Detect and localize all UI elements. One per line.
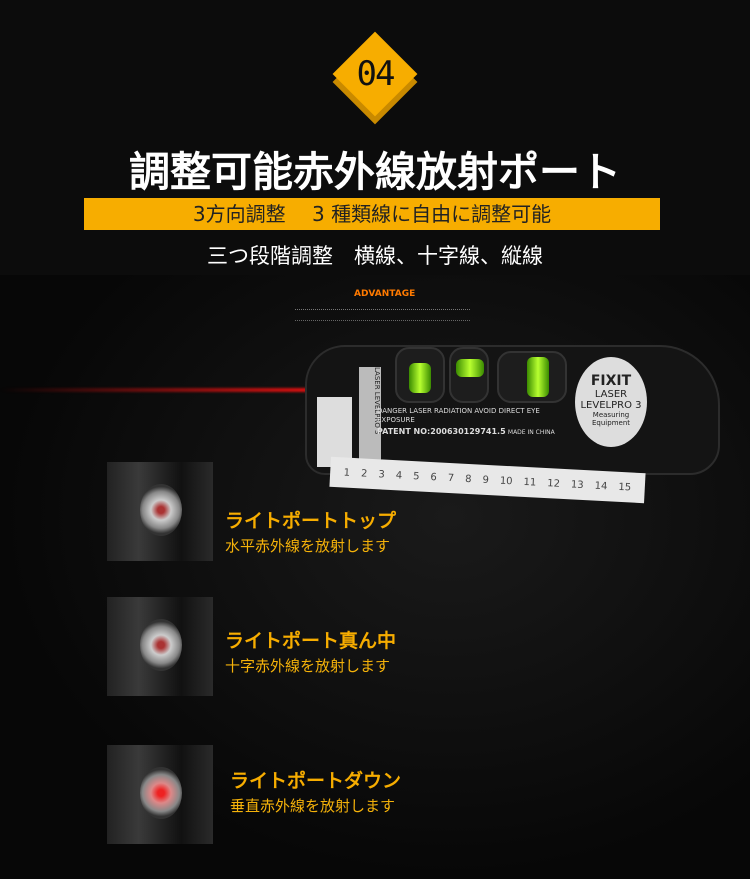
fine-print	[295, 309, 470, 321]
ruler-mark: 15	[618, 481, 632, 494]
ruler-mark: 9	[482, 474, 490, 486]
step-number-badge: 04	[332, 31, 418, 132]
dial-line: LASER	[594, 389, 628, 400]
feature-heading: ライトポートトップ	[225, 510, 397, 532]
page-title: 調整可能赤外線放射ポート	[129, 148, 621, 196]
ruler-mark: 1	[343, 466, 351, 479]
feature-heading: ライトポート真ん中	[225, 630, 397, 652]
dial-line: LEVELPRO 3	[580, 400, 642, 411]
ruler-mark: 2	[360, 467, 368, 480]
feature-heading: ライトポートダウン	[230, 770, 402, 792]
level-window	[449, 347, 489, 403]
advantage-label: ADVANTAGE	[354, 289, 416, 299]
side-label: LASER LEVELPRO 3	[359, 367, 381, 467]
patent-text: PATENT NO:200630129741.5	[377, 427, 506, 436]
ruler-mark: 14	[594, 480, 608, 492]
ruler-mark: 10	[499, 475, 513, 487]
feature-text: 水平赤外線を放射します	[225, 537, 391, 555]
feature-top: ライトポートトップ水平赤外線を放射します	[225, 506, 396, 556]
ruler-mark: 6	[430, 471, 438, 483]
laser-beam	[0, 388, 320, 392]
ruler-mark: 13	[570, 478, 584, 491]
danger-text: DANGER LASER RADIATION AVOID DIRECT EYE …	[377, 407, 540, 424]
level-window	[395, 347, 445, 403]
feature-middle: ライトポート真ん中十字赤外線を放射します	[225, 626, 396, 676]
made-in-text: MADE IN CHINA	[507, 429, 555, 436]
laser-level-device: LASER LEVELPRO 3 FIXIT LASER LEVELPRO 3 …	[305, 345, 720, 475]
port-middle-photo	[107, 597, 213, 696]
ruler-mark: 5	[412, 470, 420, 482]
ruler-mark: 12	[546, 477, 561, 490]
ruler-mark: 4	[395, 469, 403, 482]
level-window	[497, 351, 567, 403]
badge-number: 04	[356, 54, 396, 94]
feature-bottom: ライトポートダウン垂直赤外線を放射します	[230, 766, 401, 816]
ruler-mark: 11	[523, 476, 537, 489]
ruler-mark: 8	[464, 473, 472, 485]
feature-text: 十字赤外線を放射します	[225, 657, 391, 675]
brand-name: FIXIT	[590, 373, 632, 389]
laser-aperture-label	[317, 397, 352, 467]
highlight-band: 3方向調整 3 種類線に自由に調整可能	[84, 198, 660, 230]
feature-text: 垂直赤外線を放射します	[230, 797, 396, 815]
port-bottom-photo	[107, 745, 213, 844]
ruler-mark: 3	[378, 468, 386, 481]
ruler-mark: 7	[447, 472, 455, 484]
subtitle: 三つ段階調整 横線、十字線、縦線	[207, 244, 543, 268]
port-top-photo	[107, 462, 213, 561]
warning-text: DANGER LASER RADIATION AVOID DIRECT EYE …	[377, 407, 572, 437]
brand-dial: FIXIT LASER LEVELPRO 3 Measuring Equipme…	[575, 357, 647, 447]
dial-line: Measuring Equipment	[592, 411, 630, 427]
